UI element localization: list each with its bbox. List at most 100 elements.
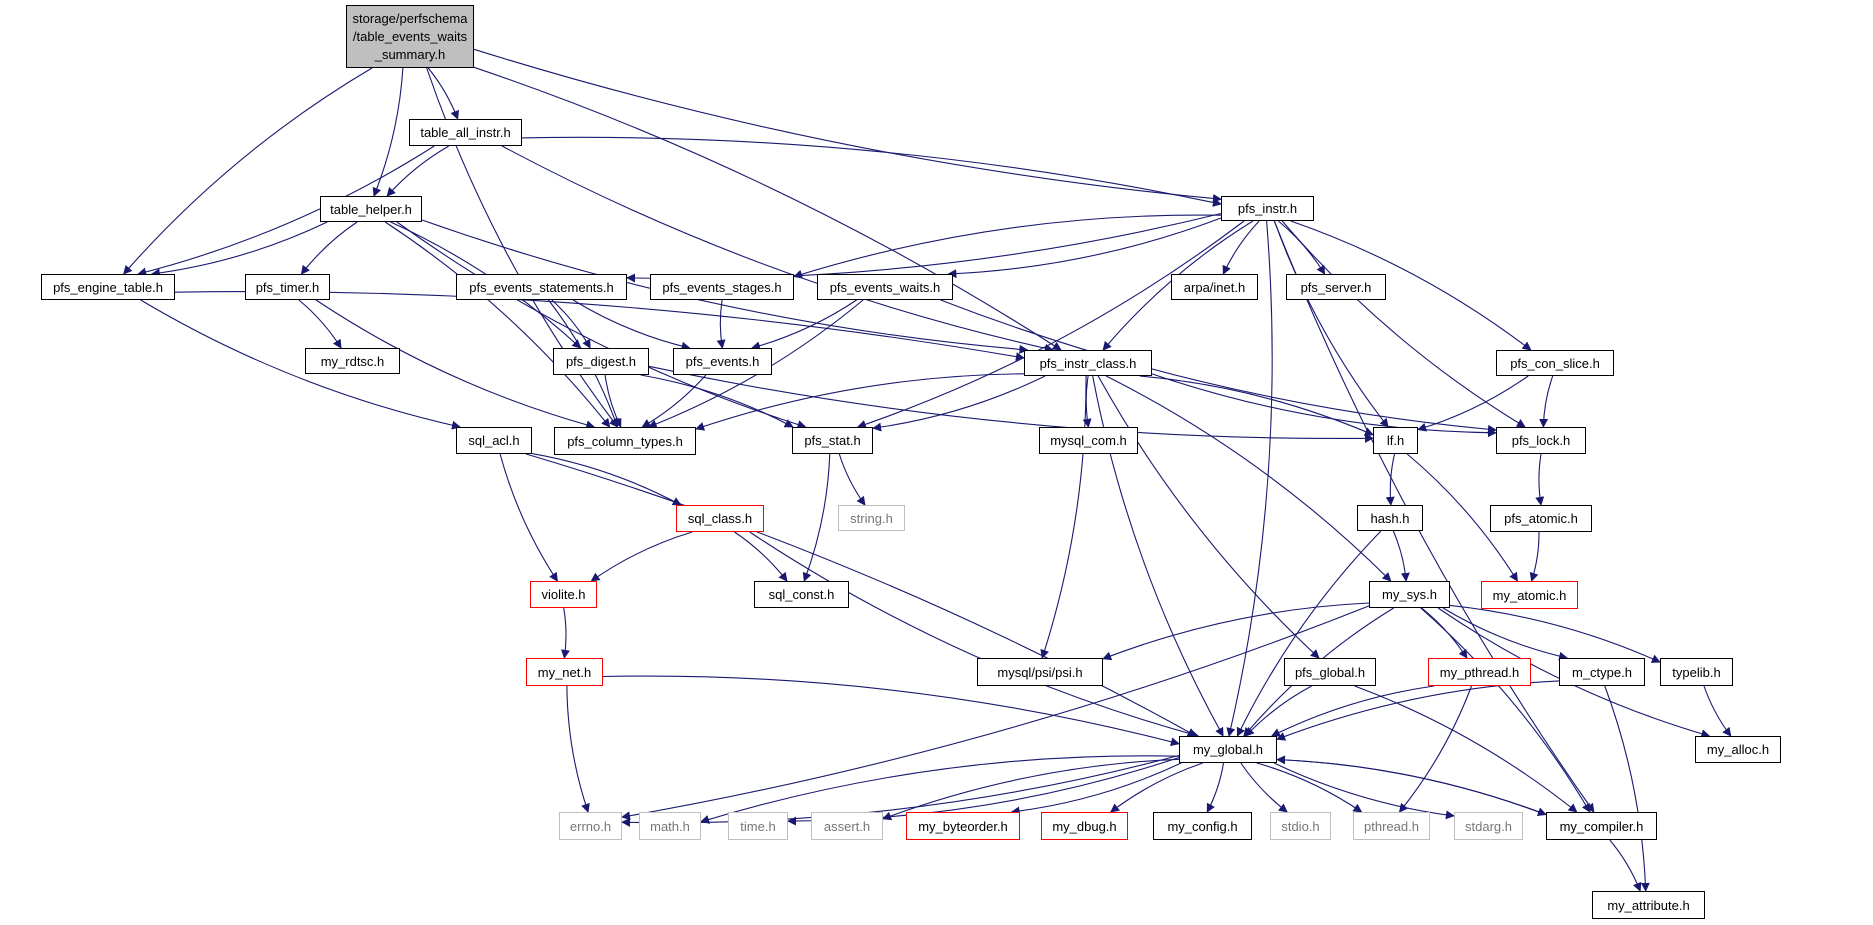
- edge-pfs-instr-to-pfs-events-stages: [793, 214, 1222, 279]
- edge-pfs-instr-class-to-mysql-psi: [1040, 375, 1087, 659]
- node-pfs-column-types[interactable]: pfs_column_types.h: [554, 427, 696, 455]
- node-pfs-events-statements[interactable]: pfs_events_statements.h: [456, 274, 627, 300]
- node-mysql-com[interactable]: mysql_com.h: [1039, 427, 1138, 454]
- edge-m-ctype-to-my-attribute: [1604, 685, 1650, 892]
- edge-pfs-events-statements-to-pfs-digest: [551, 299, 591, 349]
- node-mysql-psi[interactable]: mysql/psi/psi.h: [977, 658, 1103, 686]
- edge-pfs-events-stages-to-pfs-events: [716, 299, 726, 349]
- edge-my-global-to-math-h: [700, 755, 1180, 824]
- node-time-h[interactable]: time.h: [728, 812, 788, 840]
- edge-hash-to-my-global: [1236, 530, 1382, 737]
- root-file-node[interactable]: storage/perfschema /table_events_waits _…: [346, 5, 474, 68]
- node-pthread-h[interactable]: pthread.h: [1353, 812, 1430, 840]
- edge-pfs-instr-class-to-lf: [1139, 375, 1374, 436]
- edge-my-net-to-errno-h: [566, 685, 590, 813]
- node-pfs-instr-class[interactable]: pfs_instr_class.h: [1024, 350, 1152, 376]
- node-pfs-lock[interactable]: pfs_lock.h: [1496, 427, 1586, 454]
- edge-root-to-pfs-engine-table: [123, 67, 373, 275]
- edge-my-pthread-to-pthread-h: [1398, 685, 1473, 813]
- edge-sql-class-to-my-global: [749, 531, 1200, 739]
- node-pfs-engine-table[interactable]: pfs_engine_table.h: [41, 274, 175, 300]
- node-stdarg-h[interactable]: stdarg.h: [1454, 812, 1523, 840]
- node-arpa-inet[interactable]: arpa/inet.h: [1171, 274, 1258, 300]
- edge-hash-to-my-sys: [1392, 530, 1410, 582]
- node-assert-h[interactable]: assert.h: [811, 812, 883, 840]
- edge-pfs-lock-to-pfs-atomic: [1535, 453, 1545, 506]
- edge-root-to-pfs-instr: [473, 48, 1222, 203]
- edge-sql-class-to-sql-const: [734, 531, 788, 582]
- node-pfs-events-stages[interactable]: pfs_events_stages.h: [650, 274, 794, 300]
- edge-pfs-instr-class-to-pfs-column-types: [695, 373, 1025, 431]
- edge-pfs-global-to-my-compiler: [1354, 685, 1578, 813]
- node-my-config[interactable]: my_config.h: [1153, 812, 1252, 840]
- edge-pfs-instr-to-pfs-con-slice: [1290, 220, 1532, 351]
- node-string-h[interactable]: string.h: [838, 505, 905, 531]
- node-pfs-events[interactable]: pfs_events.h: [673, 348, 772, 375]
- node-pfs-instr[interactable]: pfs_instr.h: [1221, 196, 1314, 221]
- node-my-pthread[interactable]: my_pthread.h: [1428, 658, 1531, 686]
- node-table-all-instr[interactable]: table_all_instr.h: [409, 119, 522, 146]
- node-errno-h[interactable]: errno.h: [559, 812, 622, 840]
- edge-table-helper-to-pfs-instr-class: [421, 219, 1029, 354]
- node-pfs-server[interactable]: pfs_server.h: [1286, 274, 1386, 300]
- node-my-net[interactable]: my_net.h: [526, 658, 603, 686]
- edge-pfs-global-to-my-global: [1245, 685, 1312, 737]
- node-my-rdtsc[interactable]: my_rdtsc.h: [305, 348, 400, 374]
- edge-table-all-instr-to-table-helper: [386, 145, 450, 197]
- edge-pfs-instr-class-to-pfs-global: [1097, 375, 1320, 659]
- node-typelib[interactable]: typelib.h: [1660, 658, 1733, 686]
- node-my-dbug[interactable]: my_dbug.h: [1041, 812, 1128, 840]
- node-pfs-atomic[interactable]: pfs_atomic.h: [1490, 505, 1592, 532]
- node-pfs-stat[interactable]: pfs_stat.h: [792, 427, 873, 454]
- edge-my-sys-to-mysql-psi: [1102, 602, 1370, 661]
- node-my-attribute[interactable]: my_attribute.h: [1592, 891, 1705, 919]
- edge-table-all-instr-to-pfs-engine-table: [137, 145, 435, 277]
- node-pfs-timer[interactable]: pfs_timer.h: [245, 274, 330, 300]
- node-m-ctype[interactable]: m_ctype.h: [1559, 658, 1645, 686]
- edge-pfs-instr-class-to-my-sys: [1105, 375, 1392, 582]
- edge-my-compiler-to-my-attribute: [1609, 839, 1642, 892]
- edge-my-global-to-pthread-h: [1256, 762, 1363, 813]
- edge-m-ctype-to-my-global: [1276, 680, 1560, 741]
- node-math-h[interactable]: math.h: [639, 812, 701, 840]
- node-my-byteorder[interactable]: my_byteorder.h: [906, 812, 1020, 840]
- edge-my-net-to-my-global: [602, 675, 1180, 747]
- edge-pfs-con-slice-to-lf: [1417, 375, 1529, 432]
- node-pfs-events-waits[interactable]: pfs_events_waits.h: [817, 274, 953, 300]
- node-table-helper[interactable]: table_helper.h: [320, 196, 422, 222]
- edge-my-compiler-to-my-global: [1276, 755, 1547, 816]
- edge-pfs-instr-to-my-global: [1226, 220, 1273, 737]
- edge-pfs-events-waits-to-pfs-events: [751, 299, 857, 351]
- edge-table-helper-to-pfs-engine-table: [150, 221, 328, 278]
- edge-pfs-instr-class-to-my-global: [1092, 375, 1224, 737]
- node-hash[interactable]: hash.h: [1357, 505, 1423, 531]
- node-pfs-global[interactable]: pfs_global.h: [1284, 658, 1376, 686]
- edge-pfs-con-slice-to-pfs-lock: [1539, 375, 1554, 428]
- node-lf[interactable]: lf.h: [1373, 427, 1418, 454]
- edge-root-to-pfs-instr-class: [473, 66, 1062, 351]
- edge-lf-to-hash: [1385, 453, 1396, 506]
- node-pfs-con-slice[interactable]: pfs_con_slice.h: [1496, 350, 1614, 376]
- node-my-compiler[interactable]: my_compiler.h: [1546, 812, 1657, 840]
- edge-lf-to-my-atomic: [1406, 453, 1518, 582]
- node-my-alloc[interactable]: my_alloc.h: [1695, 736, 1781, 763]
- node-violite[interactable]: violite.h: [530, 581, 597, 608]
- edge-pfs-digest-to-lf: [648, 365, 1374, 443]
- node-pfs-digest[interactable]: pfs_digest.h: [553, 348, 649, 375]
- node-my-atomic[interactable]: my_atomic.h: [1481, 581, 1578, 609]
- node-sql-class[interactable]: sql_class.h: [676, 505, 764, 532]
- node-stdio-h[interactable]: stdio.h: [1270, 812, 1331, 840]
- node-sql-const[interactable]: sql_const.h: [754, 581, 849, 608]
- edge-sql-acl-to-violite: [499, 453, 558, 582]
- node-sql-acl[interactable]: sql_acl.h: [456, 427, 532, 454]
- edge-my-pthread-to-my-global: [1270, 685, 1435, 737]
- edge-pfs-events-statements-to-pfs-events: [572, 299, 691, 351]
- edge-pfs-instr-class-to-pfs-lock: [1151, 373, 1497, 438]
- edge-pfs-timer-to-my-rdtsc: [298, 299, 342, 349]
- edge-my-sys-to-m-ctype: [1442, 607, 1569, 661]
- edge-my-sys-to-typelib: [1449, 604, 1661, 663]
- node-my-sys[interactable]: my_sys.h: [1369, 581, 1450, 608]
- edge-my-global-to-my-dbug: [1110, 762, 1203, 813]
- node-my-global[interactable]: my_global.h: [1179, 736, 1277, 763]
- edge-pfs-events-to-pfs-column-types: [641, 374, 707, 428]
